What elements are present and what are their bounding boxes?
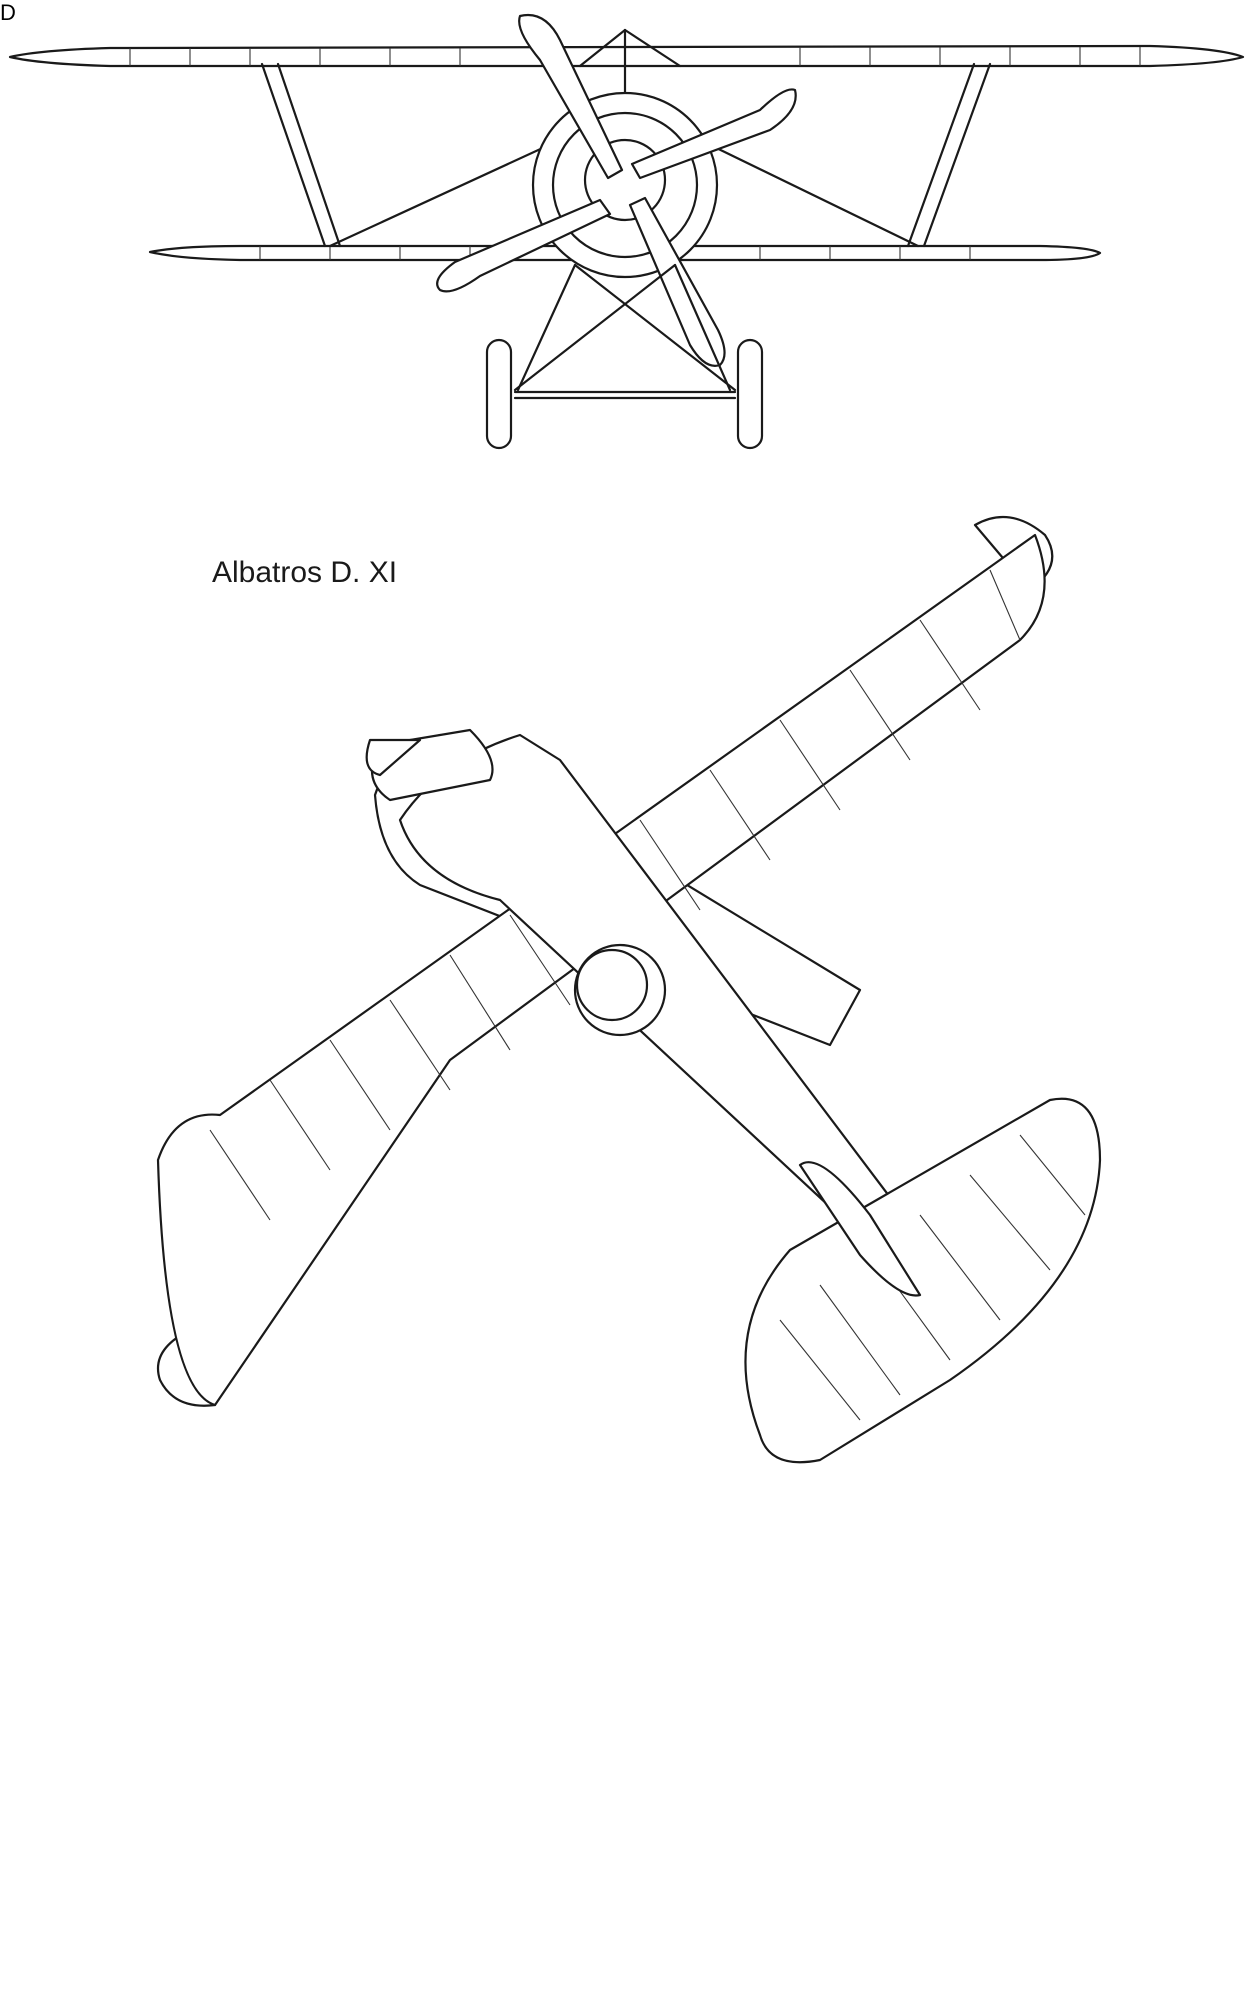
- side-fin-rudder: D: [0, 0, 16, 25]
- front-left-wheel: [485, 338, 513, 450]
- side-view: D: [0, 0, 16, 25]
- side-tailskid: D: [0, 0, 16, 25]
- top-tailplane: [744, 1097, 1102, 1464]
- side-lower-wing: D: [0, 0, 16, 25]
- side-propeller: D: [0, 0, 16, 25]
- side-wheel: D: [0, 0, 16, 25]
- side-upper-wing: D: [0, 0, 16, 25]
- top-upper-wing-ribs: [209, 569, 1021, 1221]
- side-tailplane: D: [0, 0, 16, 25]
- front-view: [8, 13, 1245, 450]
- drawing-title: Albatros D. XI: [212, 556, 398, 589]
- front-right-wheel: [736, 338, 764, 450]
- side-spinner: D: [0, 0, 16, 25]
- front-upper-wing-ribs: [129, 47, 1141, 66]
- side-fuselage-marking: D: [0, 0, 16, 25]
- front-upper-wing: [8, 44, 1245, 68]
- top-view: [156, 515, 1102, 1464]
- front-landing-gear: [513, 263, 737, 400]
- side-fuselage: D: [0, 0, 16, 25]
- front-interplane-struts: [260, 62, 992, 248]
- top-upper-wing: [156, 533, 1046, 1407]
